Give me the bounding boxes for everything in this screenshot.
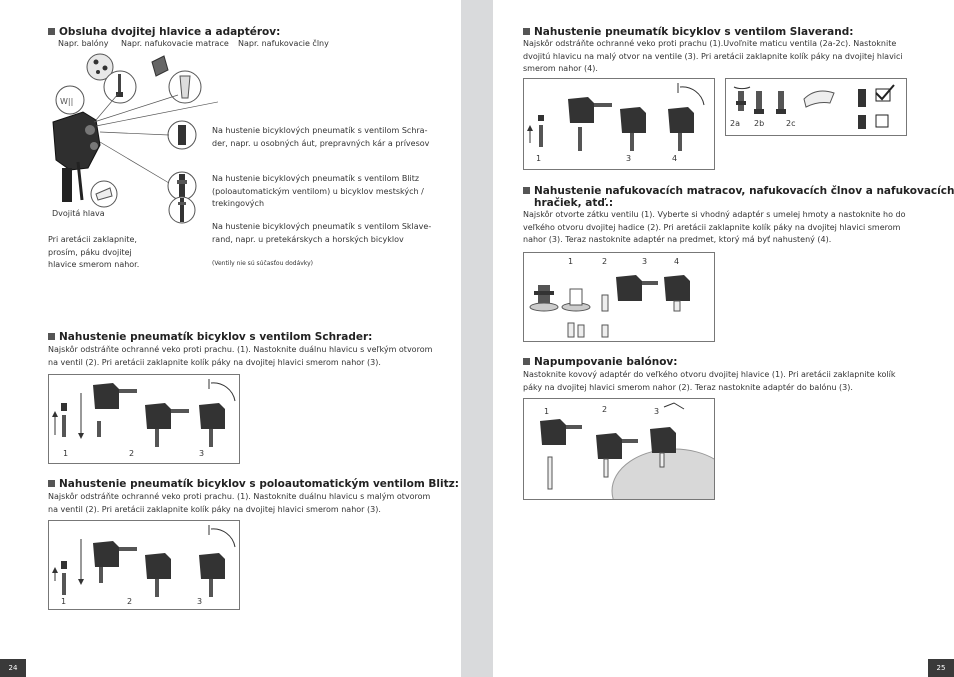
sub-step-label: 2a [730,119,740,128]
slaverand-valve-circle-icon [168,180,198,240]
right-page: Nahustenie pneumatík bicyklov s ventilom… [493,0,954,677]
page-number: 24 [0,659,26,677]
slaverand-diagram: 1 3 4 [523,78,715,170]
balloons-heading: Napumpovanie balónov: [523,356,677,368]
svg-text:W||: W|| [60,97,73,106]
step-number: 1 [544,407,549,416]
step-number: 3 [654,407,659,416]
double-head-label: Dvojitá hlava [52,208,105,221]
inflatables-heading: Nahustenie nafukovacích matracov, nafuko… [523,185,954,197]
blitz-heading: Nahustenie pneumatík bicyklov s poloauto… [48,478,459,490]
step-number: 2 [602,257,607,266]
step-number: 2 [602,405,607,414]
double-head-body-icon [53,112,100,170]
balloons-diagram: 1 2 3 [523,398,715,500]
example-boats: Napr. nafukovacie člny [238,38,329,51]
checkmark-icon [876,85,894,99]
blitz-valve-description: Na hustenie bicyklových pneumatík s vent… [212,173,432,211]
slaverand-heading: Nahustenie pneumatík bicyklov s ventilom… [523,26,853,38]
heading-square-icon [523,358,530,365]
page-number: 25 [928,659,954,677]
step-number: 1 [63,449,68,458]
inflatables-diagram: 1 2 3 4 [523,252,715,342]
blitz-diagram: 1 2 3 [48,520,240,610]
valve-note: (Ventily nie sú súčasťou dodávky) [212,258,313,271]
schrader-instructions: Najskôr odstráňte ochranné veko proti pr… [48,344,436,369]
example-mattress: Napr. nafukovacie matrace [121,38,229,51]
step-number: 1 [568,257,573,266]
sub-step-label: 2b [754,119,764,128]
heading-square-icon [48,28,55,35]
inflatables-heading-line2: hračiek, atď.: [534,197,613,209]
slaverand-instructions: Najskôr odstráňte ochranné veko proti pr… [523,38,911,76]
heading-square-icon [48,480,55,487]
page-gutter [461,0,493,677]
lock-note: Pri aretácii zaklapnite, prosím, páku dv… [48,234,144,272]
adapters-heading: Obsluha dvojitej hlavice a adaptérov: [48,26,280,38]
step-number: 3 [199,449,204,458]
cone-adapters-illustration [218,60,278,110]
left-page: Obsluha dvojitej hlavice a adaptérov: Na… [0,0,461,677]
schrader-heading: Nahustenie pneumatík bicyklov s ventilom… [48,331,372,343]
slaverand-valve-description: Na hustenie bicyklových pneumatík s vent… [212,221,432,246]
example-balloons: Napr. balóny [58,38,109,51]
blitz-instructions: Najskôr odstráňte ochranné veko proti pr… [48,491,436,516]
step-number: 1 [61,597,66,606]
sub-step-label: 2c [786,119,796,128]
heading-square-icon [523,28,530,35]
inflatables-instructions: Najskôr otvorte zátku ventilu (1). Vyber… [523,209,911,247]
heading-square-icon [48,333,55,340]
step-number: 4 [672,154,677,163]
schrader-valve-description: Na hustenie bicyklových pneumatík s vent… [212,125,432,150]
schrader-diagram: 1 2 3 [48,374,240,464]
mattress-image-icon [152,56,168,76]
slaverand-nut-diagram: 2a 2b 2c [725,78,907,136]
step-number: 2 [127,597,132,606]
balloons-instructions: Nastoknite kovový adaptér do veľkého otv… [523,369,911,394]
step-number: 3 [642,257,647,266]
step-number: 4 [674,257,679,266]
step-number: 3 [197,597,202,606]
step-number: 2 [129,449,134,458]
step-number: 3 [626,154,631,163]
step-number: 1 [536,154,541,163]
heading-square-icon [523,187,530,194]
